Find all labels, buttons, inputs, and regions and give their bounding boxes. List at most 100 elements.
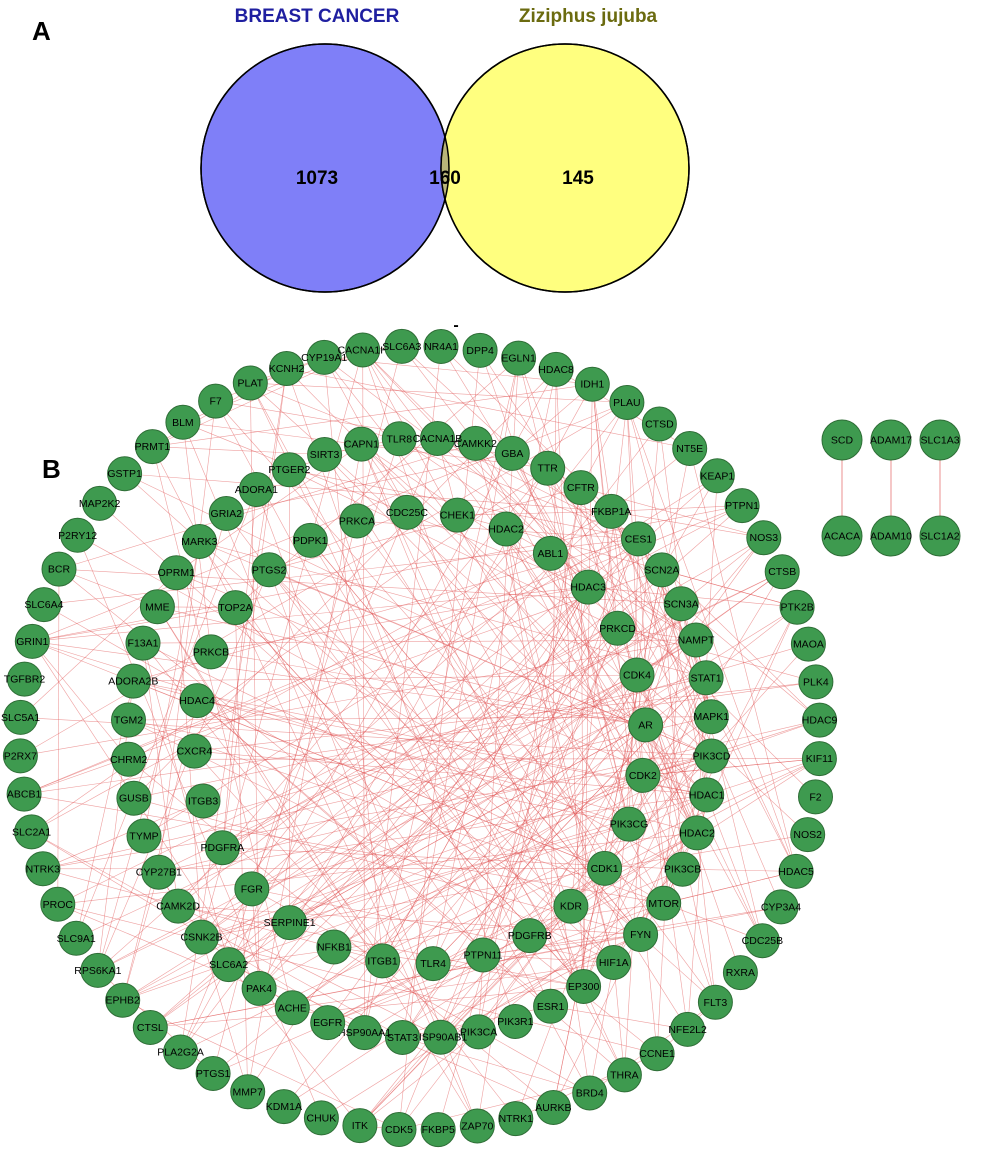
network-node[interactable]: RPS6KA1 [74, 952, 122, 988]
network-node[interactable]: TLR4 [415, 946, 451, 982]
network-node[interactable]: GRIN1 [14, 623, 50, 659]
network-node[interactable]: GUSB [116, 780, 152, 816]
network-node[interactable]: FKBP1A [591, 493, 631, 529]
network-node[interactable]: EGLN1 [501, 340, 537, 376]
network-node[interactable]: KIF11 [801, 741, 837, 777]
network-node[interactable]: MAOA [790, 626, 826, 662]
network-node[interactable]: CHRM2 [110, 741, 148, 777]
network-node[interactable]: PAK4 [241, 970, 277, 1006]
network-node[interactable]: CTSL [132, 1010, 168, 1045]
network-node[interactable]: F2 [798, 779, 833, 815]
network-node[interactable]: HSP90AB1 [414, 1019, 467, 1055]
network-node[interactable]: HSP90AA1 [338, 1015, 391, 1051]
network-node[interactable]: ITK [342, 1108, 378, 1144]
network-node[interactable]: PRMT1 [135, 429, 171, 465]
network-node[interactable]: PTGER2 [268, 452, 311, 488]
network-node[interactable]: NTRK3 [25, 851, 61, 887]
network-node[interactable]: CYP3A4 [761, 889, 801, 925]
network-node[interactable]: CACNA1H [338, 332, 388, 368]
network-node[interactable]: NTRK1 [498, 1101, 534, 1137]
network-node[interactable]: OPRM1 [158, 555, 196, 591]
network-node[interactable]: PTPN1 [724, 488, 760, 524]
network-node[interactable]: PDPK1 [292, 522, 328, 558]
network-node[interactable]: GRIA2 [208, 496, 244, 531]
network-node[interactable]: MARK3 [181, 524, 218, 559]
network-node[interactable]: SLC9A1 [57, 920, 96, 956]
network-node[interactable]: KDR [553, 888, 589, 924]
network-node[interactable]: F13A1 [125, 625, 161, 661]
network-node[interactable]: ESR1 [533, 988, 569, 1024]
network-node[interactable]: PRKCB [193, 634, 229, 670]
network-node[interactable]: CDK4 [619, 657, 655, 693]
network-node[interactable]: CYP27B1 [136, 854, 182, 890]
network-node[interactable]: IDH1 [574, 366, 610, 402]
network-node[interactable]: PLAT [232, 365, 268, 401]
network-node[interactable]: FGR [234, 871, 270, 907]
network-node[interactable]: KCNH2 [269, 351, 305, 386]
network-node[interactable]: PIK3CB [664, 851, 701, 887]
network-node[interactable]: NOS3 [746, 520, 782, 556]
network-node[interactable]: P2RY12 [58, 517, 97, 553]
network-node[interactable]: MME [139, 589, 175, 625]
network-node[interactable]: GSTP1 [107, 456, 143, 492]
network-node[interactable]: BCR [41, 551, 77, 587]
network-node[interactable]: PIK3CA [460, 1014, 497, 1050]
network-node[interactable]: EPHB2 [105, 982, 141, 1018]
network-node[interactable]: HDAC2 [679, 815, 715, 851]
network-node[interactable]: ITGB1 [365, 943, 401, 979]
network-node[interactable]: CES1 [621, 521, 656, 557]
network-node[interactable]: PLK4 [798, 664, 834, 700]
side-node[interactable]: SCD [821, 419, 863, 461]
network-node[interactable]: HDAC2 [488, 511, 524, 547]
side-node[interactable]: SLC1A2 [919, 515, 961, 557]
network-node[interactable]: CSNK2B [180, 919, 223, 955]
network-node[interactable]: TGFBR2 [4, 661, 46, 697]
network-node[interactable]: CHEK1 [440, 497, 475, 533]
network-node[interactable]: HIF1A [596, 945, 632, 980]
network-node[interactable]: THRA [606, 1057, 642, 1093]
network-node[interactable]: PRKCA [339, 503, 375, 539]
side-node[interactable]: SLC1A3 [919, 419, 961, 461]
network-node[interactable]: PIK3CG [610, 806, 649, 842]
network-node[interactable]: FYN [623, 917, 659, 952]
network-node[interactable]: CTSB [764, 554, 800, 590]
network-node[interactable]: STAT1 [688, 660, 724, 696]
network-node[interactable]: FKBP5 [420, 1112, 456, 1148]
network-node[interactable]: NAMPT [678, 622, 715, 658]
network-node[interactable]: ZAP70 [459, 1108, 495, 1144]
network-node[interactable]: NFKB1 [316, 929, 352, 965]
network-node[interactable]: AR [628, 707, 664, 743]
network-node[interactable]: DPP4 [462, 332, 498, 368]
network-node[interactable]: ACHE [274, 990, 310, 1026]
network-node[interactable]: BLM [165, 404, 201, 440]
network-node[interactable]: GBA [494, 435, 530, 471]
network-node[interactable]: CHUK [303, 1100, 339, 1136]
network-node[interactable]: PTPN11 [464, 937, 503, 973]
network-node[interactable]: ABL1 [532, 535, 568, 571]
network-node[interactable]: CAMK2D [156, 888, 200, 924]
network-node[interactable]: TGM2 [111, 702, 146, 738]
network-node[interactable]: SCN3A [664, 586, 699, 622]
network-node[interactable]: AURKB [535, 1090, 571, 1125]
network-node[interactable]: NOS2 [790, 817, 826, 853]
network-node[interactable]: SCN2A [644, 552, 679, 588]
network-node[interactable]: TLR8 [381, 421, 417, 457]
network-node[interactable]: PIK3R1 [497, 1004, 534, 1039]
network-node[interactable]: CDK5 [381, 1112, 417, 1147]
network-node[interactable]: CAMKK2 [454, 425, 497, 461]
network-node[interactable]: KDM1A [266, 1089, 302, 1125]
network-node[interactable]: HDAC3 [570, 569, 606, 605]
network-node[interactable]: ABCB1 [6, 776, 42, 812]
network-node[interactable]: PROC [40, 886, 76, 922]
network-node[interactable]: CXCR4 [177, 733, 213, 769]
network-node[interactable]: CDC25B [742, 923, 783, 959]
network-node[interactable]: ADORA1 [235, 472, 278, 507]
network-node[interactable]: CDK2 [625, 757, 661, 793]
network-node[interactable]: TTR [530, 450, 566, 486]
network-node[interactable]: FLT3 [697, 984, 733, 1020]
network-node[interactable]: EP300 [566, 969, 602, 1004]
network-node[interactable]: PLA2G2A [157, 1034, 204, 1070]
network-node[interactable]: TOP2A [217, 590, 253, 626]
network-node[interactable]: HDAC4 [179, 683, 215, 719]
network-node[interactable]: HDAC1 [689, 777, 725, 813]
